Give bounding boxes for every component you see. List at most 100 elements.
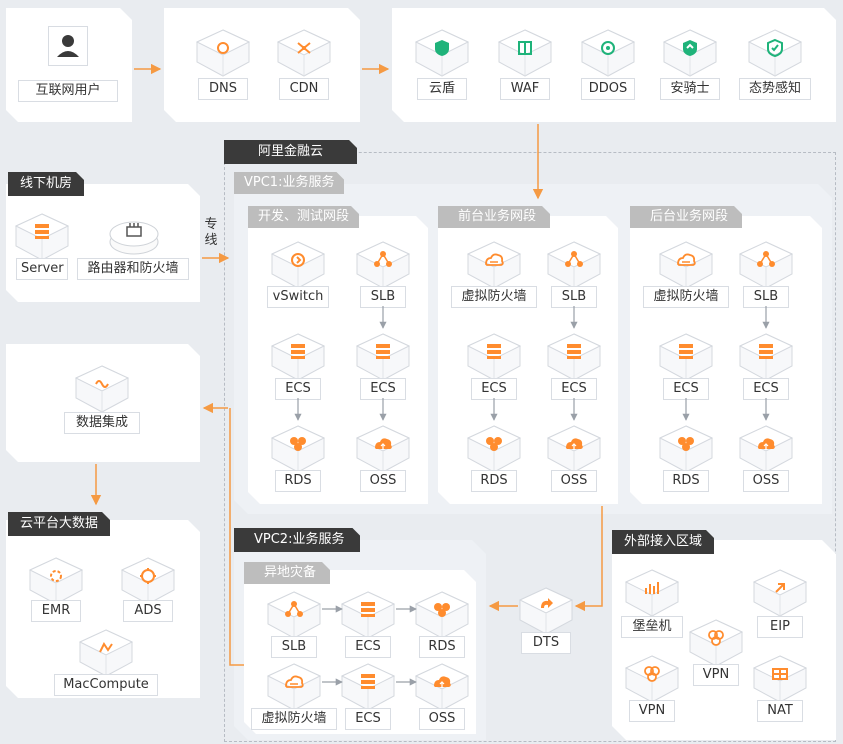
dev-slb-icon[interactable] — [355, 240, 411, 290]
front-oss-label: OSS — [551, 470, 597, 492]
back-ecs2-icon[interactable] — [738, 332, 794, 382]
dns-cdn-panel — [164, 8, 360, 122]
vpc2-title: VPC2:业务服务 — [234, 528, 360, 552]
taishi-icon[interactable] — [747, 28, 803, 78]
bigdata-title: 云平台大数据 — [8, 512, 110, 536]
front-ecs1-label: ECS — [471, 378, 517, 400]
back-rds-icon[interactable] — [658, 424, 714, 474]
server-label: Server — [16, 258, 68, 280]
dr-oss-icon[interactable] — [414, 662, 470, 712]
back-rds-label: RDS — [663, 470, 709, 492]
vpn-icon-2[interactable] — [624, 654, 680, 704]
router-label: 路由器和防火墙 — [77, 258, 189, 280]
back-ecs1-label: ECS — [663, 378, 709, 400]
front-ecs2-label: ECS — [551, 378, 597, 400]
back-oss-label: OSS — [743, 470, 789, 492]
dr-firewall-icon[interactable] — [266, 662, 322, 712]
dev-vswitch-label: vSwitch — [267, 286, 329, 308]
dr-title: 异地灾备 — [244, 562, 330, 584]
front-oss-icon[interactable] — [546, 424, 602, 474]
external-title: 外部接入区域 — [612, 530, 714, 554]
dr-firewall-label: 虚拟防火墙 — [251, 708, 337, 730]
nat-label: NAT — [757, 700, 803, 722]
yundun-shield-icon[interactable] — [414, 28, 470, 78]
finance-cloud-region — [224, 152, 836, 742]
dr-rds-label: RDS — [419, 636, 465, 658]
dev-segment-title: 开发、测试网段 — [248, 206, 359, 228]
front-rds-icon[interactable] — [466, 424, 522, 474]
front-slb-label: SLB — [551, 286, 597, 308]
dr-rds-icon[interactable] — [414, 590, 470, 640]
back-ecs1-icon[interactable] — [658, 332, 714, 382]
dev-slb-label: SLB — [360, 286, 406, 308]
ddos-label: DDOS — [581, 78, 635, 100]
dns-node-icon[interactable] — [195, 28, 251, 78]
offline-title: 线下机房 — [8, 172, 84, 196]
back-firewall-label: 虚拟防火墙 — [643, 286, 729, 308]
vpn-label-2: VPN — [629, 700, 675, 722]
dev-ecs2-icon[interactable] — [355, 332, 411, 382]
waf-icon[interactable] — [497, 28, 553, 78]
vpn-icon-1[interactable] — [688, 618, 744, 668]
dns-label: DNS — [198, 78, 248, 100]
data-integration-icon[interactable] — [74, 364, 130, 414]
emr-icon[interactable] — [28, 556, 84, 606]
ads-icon[interactable] — [120, 556, 176, 606]
user-avatar-icon — [48, 26, 88, 66]
dr-slb-icon[interactable] — [266, 590, 322, 640]
dr-ecs1-icon[interactable] — [340, 590, 396, 640]
dev-ecs1-label: ECS — [275, 378, 321, 400]
eip-icon[interactable] — [752, 568, 808, 618]
waf-label: WAF — [500, 78, 550, 100]
back-segment-title: 后台业务网段 — [630, 206, 742, 228]
dev-ecs1-icon[interactable] — [270, 332, 326, 382]
dts-label: DTS — [521, 632, 571, 654]
front-slb-icon[interactable] — [546, 240, 602, 290]
vpc1-title: VPC1:业务服务 — [234, 172, 344, 194]
dedicated-line-label: 专线 — [204, 217, 218, 248]
finance-cloud-title: 阿里金融云 — [224, 140, 357, 164]
maxcompute-label: MacCompute — [54, 674, 158, 696]
vpn-label-1: VPN — [693, 664, 739, 686]
front-firewall-icon[interactable] — [466, 240, 522, 290]
internet-user-label: 互联网用户 — [18, 80, 118, 102]
nat-icon[interactable] — [752, 654, 808, 704]
server-icon[interactable] — [14, 212, 70, 262]
emr-label: EMR — [31, 600, 81, 622]
dev-ecs2-label: ECS — [360, 378, 406, 400]
front-firewall-label: 虚拟防火墙 — [451, 286, 537, 308]
back-oss-icon[interactable] — [738, 424, 794, 474]
front-segment-title: 前台业务网段 — [438, 206, 550, 228]
dr-ecs1-label: ECS — [345, 636, 391, 658]
dev-vswitch-icon[interactable] — [270, 240, 326, 290]
yundun-label: 云盾 — [417, 78, 467, 100]
dr-ecs2-label: ECS — [345, 708, 391, 730]
front-ecs2-icon[interactable] — [546, 332, 602, 382]
eip-label: EIP — [757, 616, 803, 638]
anqishi-icon[interactable] — [662, 28, 718, 78]
dr-oss-label: OSS — [419, 708, 465, 730]
cdn-label: CDN — [279, 78, 329, 100]
front-ecs1-icon[interactable] — [466, 332, 522, 382]
back-slb-icon[interactable] — [738, 240, 794, 290]
back-firewall-icon[interactable] — [658, 240, 714, 290]
ads-label: ADS — [123, 600, 173, 622]
back-slb-label: SLB — [743, 286, 789, 308]
maxcompute-icon[interactable] — [78, 628, 134, 678]
dts-icon[interactable] — [518, 586, 574, 636]
dr-slb-label: SLB — [271, 636, 317, 658]
bastion-icon[interactable] — [624, 568, 680, 618]
dr-ecs2-icon[interactable] — [340, 662, 396, 712]
router-icon[interactable] — [106, 212, 162, 258]
dev-oss-icon[interactable] — [355, 424, 411, 474]
dev-oss-label: OSS — [360, 470, 406, 492]
back-ecs2-label: ECS — [743, 378, 789, 400]
dev-rds-icon[interactable] — [270, 424, 326, 474]
dev-rds-label: RDS — [275, 470, 321, 492]
data-integration-label: 数据集成 — [64, 412, 140, 434]
front-rds-label: RDS — [471, 470, 517, 492]
ddos-icon[interactable] — [580, 28, 636, 78]
taishi-label: 态势感知 — [739, 78, 811, 100]
anqishi-label: 安骑士 — [660, 78, 720, 100]
cdn-node-icon[interactable] — [276, 28, 332, 78]
